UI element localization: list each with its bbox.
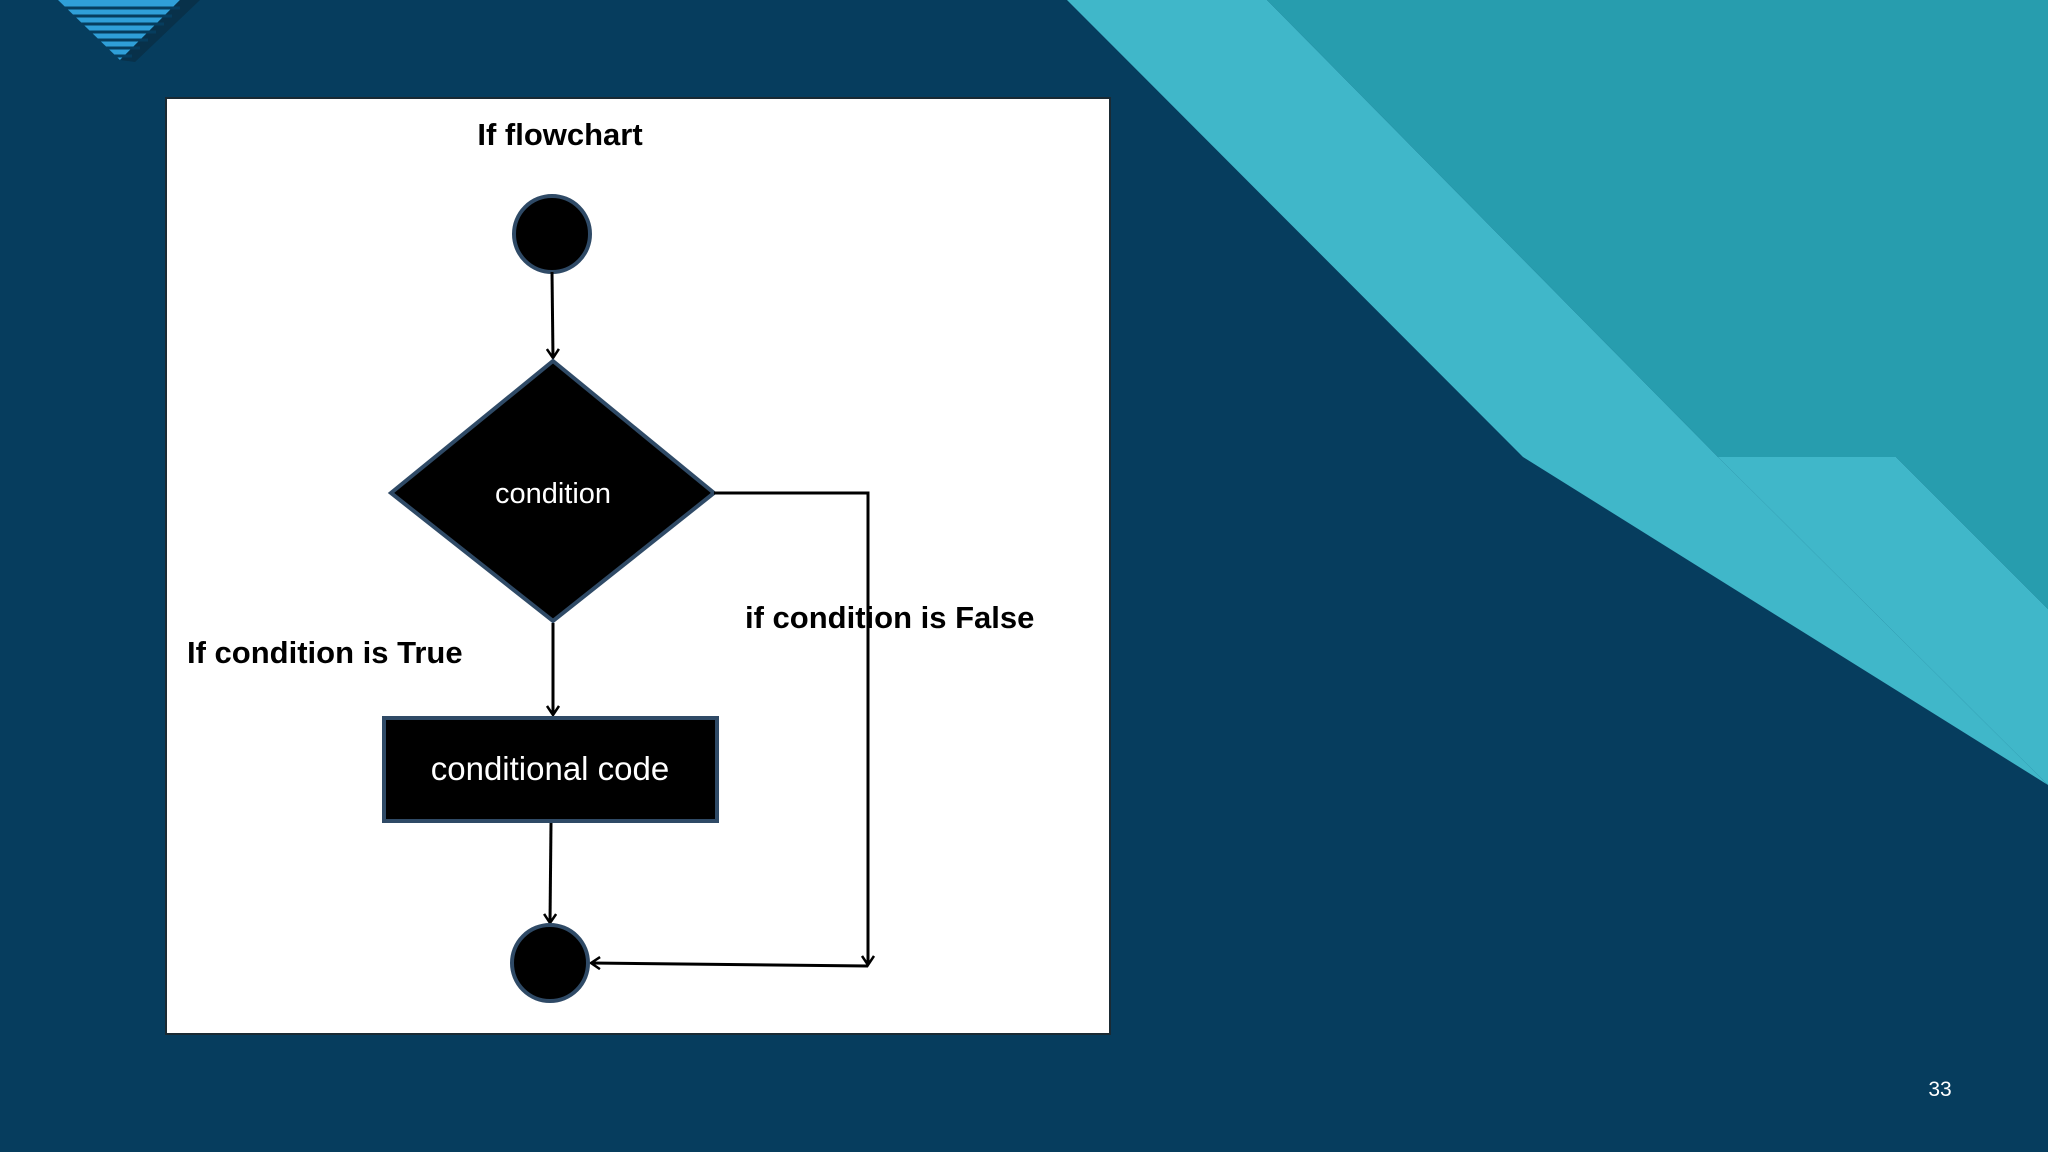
logo-stripes-icon xyxy=(58,0,200,62)
accent-band-light-lower xyxy=(1718,457,2048,785)
flowchart-diagram: If flowchart condition If condition is T… xyxy=(187,117,1034,1003)
decision-label: condition xyxy=(495,478,611,510)
process-node xyxy=(382,716,719,823)
end-node xyxy=(510,923,590,1003)
edge-process-to-end xyxy=(550,822,551,923)
false-branch-label: if condition is False xyxy=(745,600,1034,635)
slide-page-number: 33 xyxy=(1928,1078,1952,1101)
flowchart-title: If flowchart xyxy=(477,117,642,152)
edge-start-to-decision xyxy=(552,271,553,358)
if-flowchart-figure: If flowchart condition If condition is T… xyxy=(165,97,1111,1035)
start-node xyxy=(512,194,592,274)
accent-panel-dark xyxy=(1267,0,2048,609)
decision-node xyxy=(387,358,718,624)
edge-false-to-end xyxy=(591,963,869,966)
true-branch-label: If condition is True xyxy=(187,635,463,670)
edge-decision-false-right xyxy=(714,491,868,965)
process-label: conditional code xyxy=(431,750,670,787)
